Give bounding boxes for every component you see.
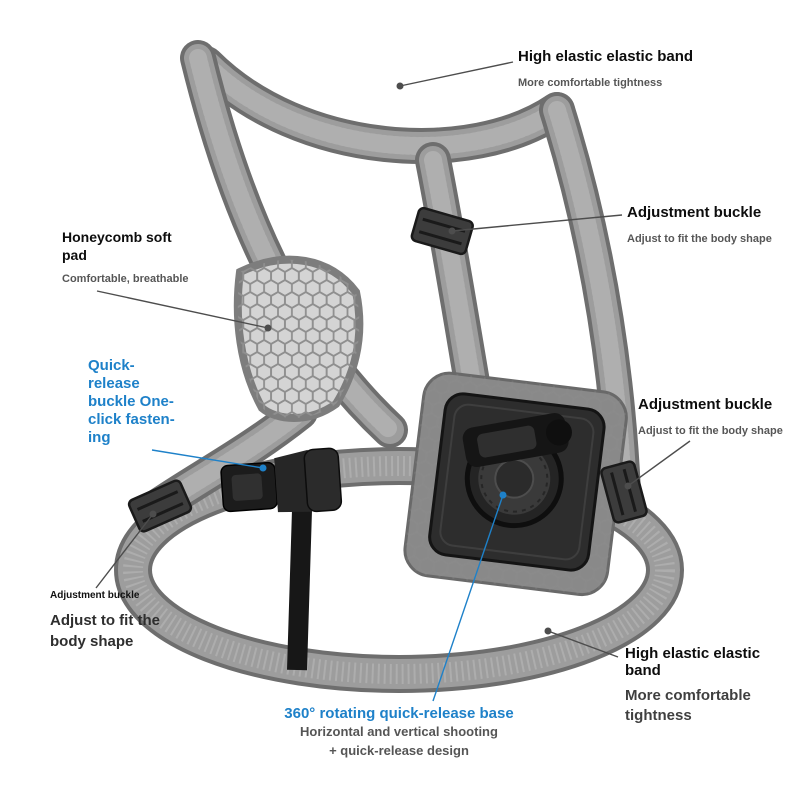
annotation-title-line: click fasten-: [88, 411, 175, 428]
adjustment-buckle-right: [600, 460, 648, 524]
annotation-quick-release-buckle: Quick- release buckle One- click fasten-…: [88, 357, 175, 447]
annotation-title-line: ing: [88, 429, 111, 446]
annotation-subtitle-line1: Horizontal and vertical shooting: [300, 724, 498, 739]
adjustment-buckle-top-right: [410, 206, 474, 256]
mount-plate: [403, 371, 628, 597]
leader-dot-rotating-base: [499, 491, 507, 499]
leader-top-band: [399, 61, 514, 87]
annotation-title-line: Quick-: [88, 357, 135, 374]
leader-dot-honeycomb: [264, 324, 272, 332]
annotation-title: High elastic elastic band: [625, 645, 761, 679]
leader-lines: [95, 61, 691, 702]
annotation-right-buckle: Adjustment buckle Adjust to fit the body…: [638, 396, 783, 437]
honeycomb-pad: [233, 255, 364, 422]
annotation-title: Honeycomb soft pad: [62, 229, 172, 263]
annotation-subtitle: Adjust to fit the body shape: [50, 612, 160, 650]
leader-top-right-buckle: [451, 214, 623, 232]
camera-clip: [462, 413, 572, 468]
annotation-title: Adjustment buckle: [638, 396, 773, 413]
shoulder-straps: [138, 40, 641, 526]
annotation-label: Adjustment buckle: [50, 590, 140, 601]
leader-dot-top-band: [396, 82, 404, 90]
leader-dot-bottom-left-buckle: [149, 510, 157, 518]
annotation-title: High elastic elastic band: [518, 48, 694, 65]
leader-dot-bottom-band: [544, 627, 552, 635]
annotation-subtitle: More comfortable tightness: [625, 687, 751, 724]
leader-rotating-base: [432, 494, 504, 702]
annotation-title: 360° rotating quick-release base: [284, 705, 514, 722]
annotation-bottom-left-buckle: Adjustment buckle Adjust to fit the body…: [50, 590, 168, 652]
leader-honeycomb: [96, 290, 269, 329]
annotation-subtitle: Adjust to fit the body shape: [638, 425, 783, 437]
annotation-top-right-buckle: Adjustment buckle Adjust to fit the body…: [627, 204, 772, 245]
annotation-subtitle: Adjust to fit the body shape: [627, 233, 772, 245]
annotation-title-line: buckle One-: [88, 393, 174, 410]
annotation-title: Adjustment buckle: [627, 204, 762, 221]
chest-band: [114, 447, 684, 693]
quick-release-buckle: [220, 447, 343, 513]
annotation-subtitle-line2: + quick-release design: [329, 743, 469, 758]
leader-quick-release: [151, 449, 264, 469]
annotation-subtitle: Comfortable, breathable: [62, 273, 189, 285]
leader-dot-quick-release: [259, 464, 267, 472]
annotation-bottom-band: High elastic elastic band More comfortab…: [625, 645, 800, 726]
leader-right-buckle: [627, 440, 691, 487]
annotation-top-band: High elastic elastic band More comfortab…: [518, 48, 693, 89]
annotation-title-line: release: [88, 375, 140, 392]
annotation-honeycomb-pad: Honeycomb soft pad Comfortable, breathab…: [62, 228, 189, 285]
leader-dot-right-buckle: [624, 482, 632, 490]
annotation-subtitle: More comfortable tightness: [518, 77, 663, 89]
leader-bottom-left-buckle: [95, 513, 154, 589]
leader-dot-top-right-buckle: [448, 227, 456, 235]
annotation-rotating-base: 360° rotating quick-release base Horizon…: [284, 705, 513, 760]
leader-bottom-band: [547, 630, 619, 658]
